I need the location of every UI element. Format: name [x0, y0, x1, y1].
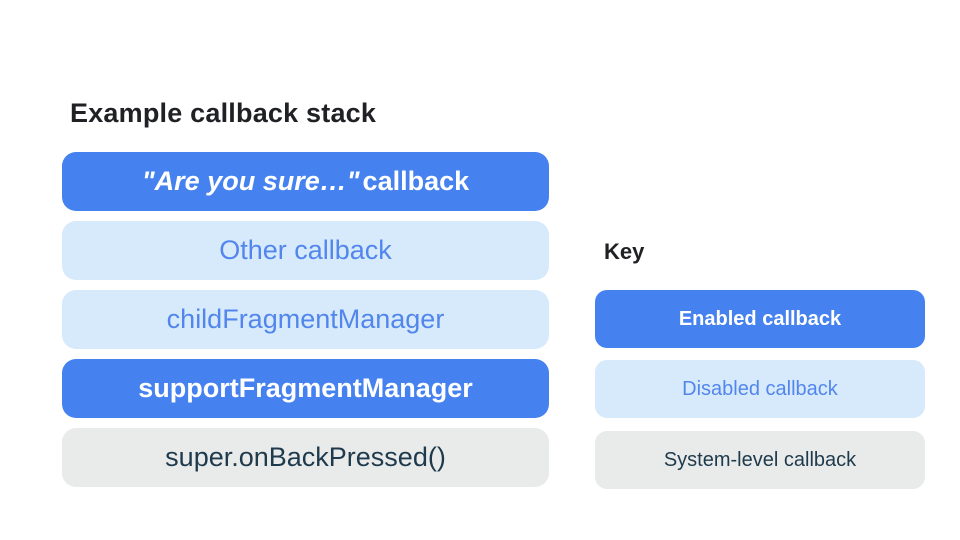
stack-item-childfragmentmanager: childFragmentManager — [62, 290, 549, 349]
key-item-disabled-callback: Disabled callback — [595, 360, 925, 418]
callback-stack: "Are you sure…" callback Other callback … — [62, 152, 549, 487]
stack-item-quote-text: "Are you sure…" — [141, 166, 360, 196]
stack-item-super-onbackpressed: super.onBackPressed() — [62, 428, 549, 487]
stack-item-supportfragmentmanager: supportFragmentManager — [62, 359, 549, 418]
stack-item-other-callback: Other callback — [62, 221, 549, 280]
stack-item-are-you-sure-callback: "Are you sure…" callback — [62, 152, 549, 211]
diagram-title: Example callback stack — [70, 98, 377, 128]
key-item-enabled-callback: Enabled callback — [595, 290, 925, 348]
key-item-system-level-callback: System-level callback — [595, 431, 925, 489]
stack-item-rest-text: callback — [362, 166, 470, 196]
key-section: Key Enabled callback Disabled callback S… — [595, 238, 925, 489]
key-title: Key — [604, 239, 645, 264]
